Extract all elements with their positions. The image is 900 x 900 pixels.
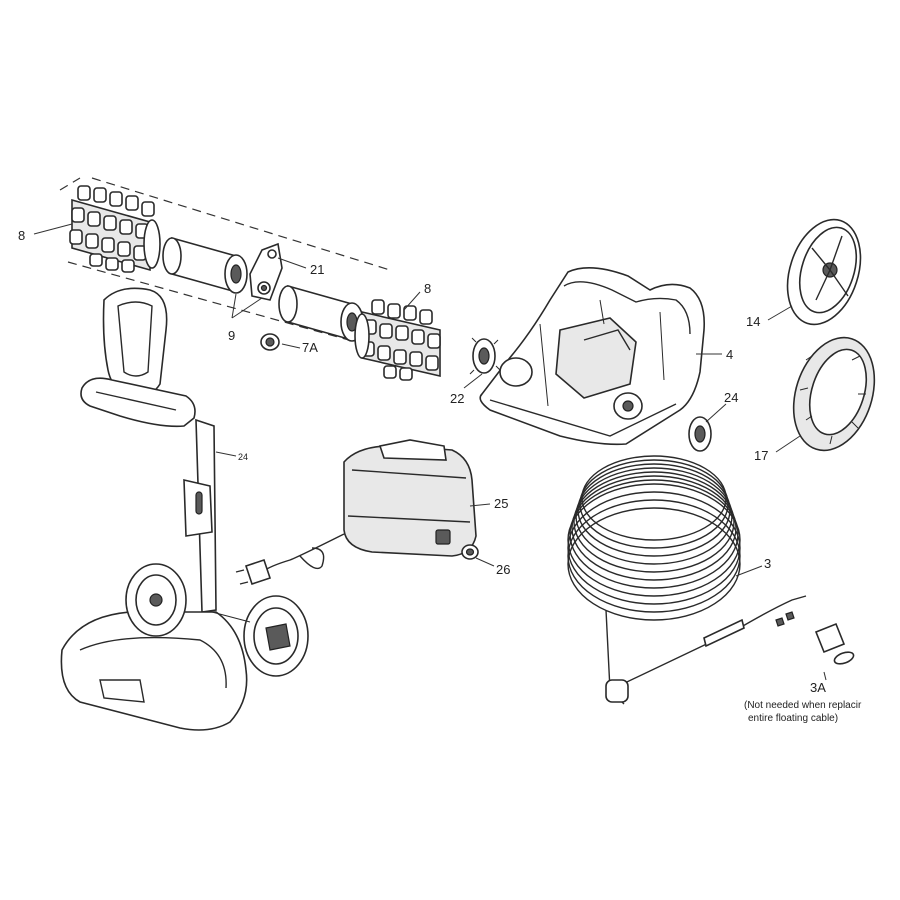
bushing-7a bbox=[260, 333, 280, 351]
callout-14: 14 bbox=[746, 314, 760, 329]
power-supply bbox=[235, 439, 477, 586]
note-line-1: (Not needed when replacir bbox=[744, 700, 862, 711]
callout-26: 26 bbox=[496, 562, 510, 577]
callout-3: 3 bbox=[764, 556, 771, 571]
callout-21: 21 bbox=[310, 262, 324, 277]
bracket-21 bbox=[249, 242, 283, 301]
roller-left bbox=[162, 236, 248, 294]
tire-17 bbox=[792, 336, 876, 452]
callout-3a: 3A bbox=[810, 680, 826, 695]
gear-22 bbox=[469, 337, 501, 375]
callout-9: 9 bbox=[228, 328, 235, 343]
gear-24 bbox=[688, 416, 712, 452]
callout-4: 4 bbox=[726, 347, 733, 362]
brush-alignment-guide bbox=[59, 177, 391, 343]
callout-7a: 7A bbox=[302, 340, 318, 355]
cap-26 bbox=[461, 544, 479, 560]
callout-17: 17 bbox=[754, 448, 768, 463]
callout-8-left: 8 bbox=[18, 228, 25, 243]
brush-left bbox=[69, 185, 161, 273]
callout-24-caddy: 24 bbox=[238, 452, 248, 462]
roller-right bbox=[278, 284, 364, 342]
note-line-2: entire floating cable) bbox=[748, 713, 838, 724]
callout-22: 22 bbox=[450, 391, 464, 406]
wheel-14 bbox=[786, 218, 862, 326]
leader-lines bbox=[33, 223, 827, 681]
floating-cable bbox=[567, 455, 807, 705]
connector-3a bbox=[775, 611, 855, 665]
robot-body bbox=[479, 267, 706, 446]
caddy-cart bbox=[60, 287, 309, 731]
callout-8-right: 8 bbox=[424, 281, 431, 296]
callout-24-gear: 24 bbox=[724, 390, 738, 405]
callout-25: 25 bbox=[494, 496, 508, 511]
brush-right bbox=[354, 299, 441, 381]
